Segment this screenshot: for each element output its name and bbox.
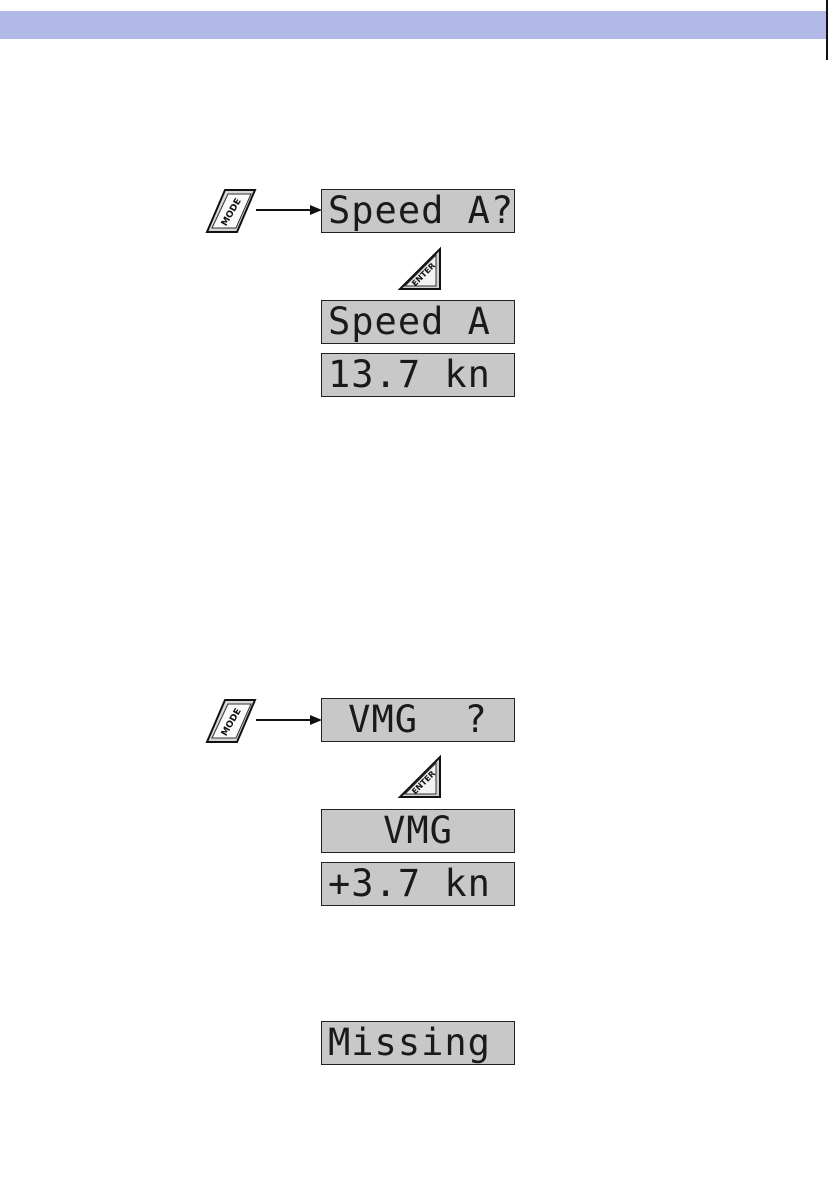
- mode-key-icon: MODE: [203, 697, 259, 745]
- lcd-speed-value: 13.7 kn: [321, 353, 515, 397]
- lcd-speed-title: Speed A: [321, 300, 515, 344]
- lcd-vmg-prompt: VMG ?: [321, 698, 515, 742]
- mode-key-icon: MODE: [203, 187, 259, 235]
- page-edge-line: [826, 0, 828, 60]
- lcd-missing: Missing: [321, 1021, 515, 1065]
- enter-key-icon: ENTER: [394, 245, 444, 293]
- header-bar: [0, 11, 826, 39]
- arrow-right-icon: [256, 203, 322, 217]
- arrow-right-icon: [256, 713, 322, 727]
- lcd-vmg-title: VMG: [321, 809, 515, 853]
- enter-key-icon: ENTER: [394, 753, 444, 801]
- lcd-speed-prompt: Speed A?: [321, 189, 515, 233]
- lcd-vmg-value: +3.7 kn: [321, 862, 515, 906]
